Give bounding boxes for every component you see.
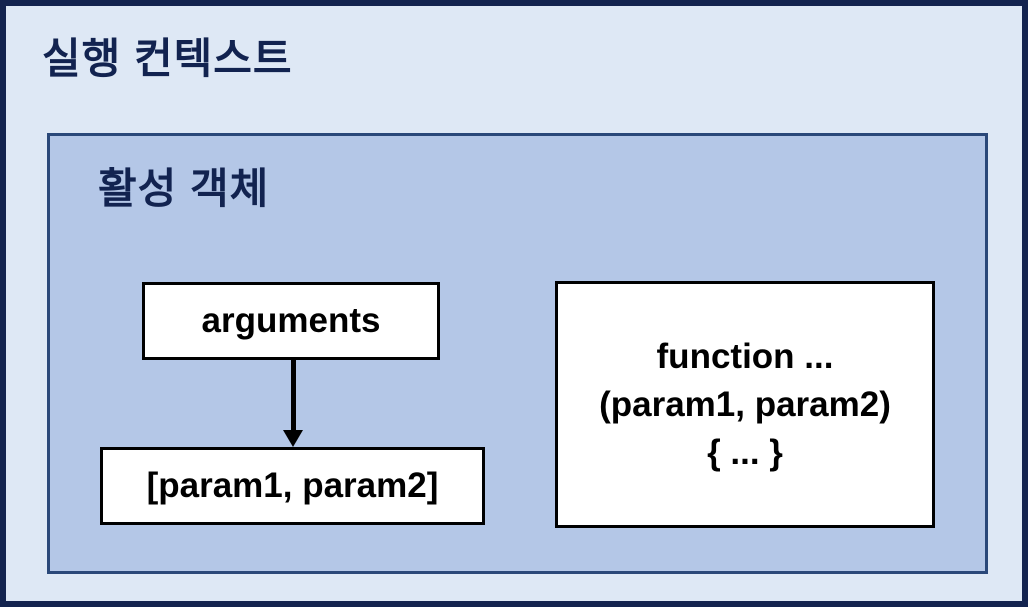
arguments-label: arguments — [201, 301, 381, 340]
activation-object-box: 활성 객체 arguments [param1, param2] functio… — [47, 133, 988, 574]
function-line-2: (param1, param2) — [599, 384, 891, 424]
arrow-line — [291, 360, 296, 432]
function-line-3: { ... } — [707, 432, 783, 472]
params-array-label: [param1, param2] — [146, 466, 439, 505]
execution-context-title: 실행 컨텍스트 — [42, 35, 293, 82]
function-line-1: function ... — [656, 336, 834, 376]
arrow-down-icon — [283, 430, 303, 447]
params-array-node: [param1, param2] — [100, 447, 485, 525]
arguments-node: arguments — [142, 282, 440, 360]
function-node: function ... (param1, param2) { ... } — [555, 281, 935, 528]
activation-object-title: 활성 객체 — [98, 165, 270, 212]
